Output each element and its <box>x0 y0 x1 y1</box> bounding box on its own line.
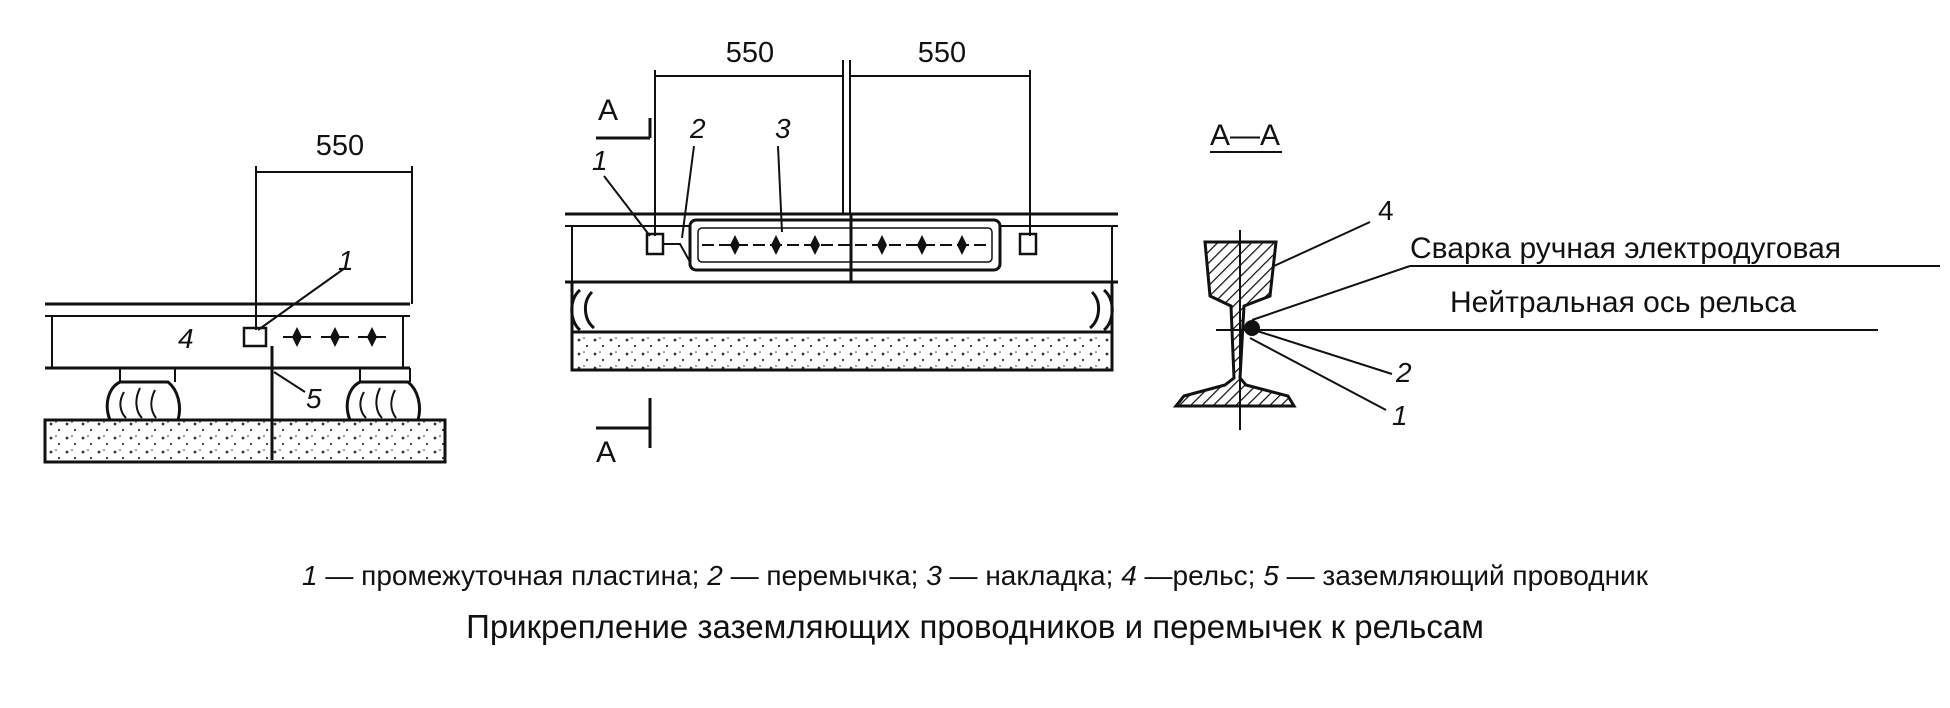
middle-num-1: 1 <box>592 145 608 176</box>
legend-num-1: 1 <box>302 560 318 591</box>
left-num-5: 5 <box>306 383 322 414</box>
section-view: А—А 4 2 1 Сварка ручная электродуговая Н… <box>1172 119 1940 431</box>
middle-ballast <box>570 330 1114 372</box>
middle-jumper <box>663 243 691 263</box>
middle-plate-left <box>645 232 665 256</box>
section-num-4: 4 <box>1378 195 1394 226</box>
middle-num-3: 3 <box>775 113 791 144</box>
legend-text-1: — промежуточная пластина; <box>317 560 708 591</box>
legend-text-5: — заземляющий проводник <box>1278 560 1648 591</box>
weld-point <box>1244 320 1260 336</box>
section-label-bottom: А <box>596 436 616 469</box>
left-sleepers <box>105 380 422 421</box>
middle-sleepers <box>570 282 1114 332</box>
neutral-axis-label: Нейтральная ось рельса <box>1450 286 1796 319</box>
left-dimension: 550 <box>255 130 413 330</box>
legend-text-4: —рельс; <box>1136 560 1264 591</box>
legend: 1 — промежуточная пластина; 2 — перемычк… <box>0 560 1950 592</box>
left-num-4: 4 <box>178 323 194 354</box>
legend-num-4: 4 <box>1121 560 1137 591</box>
left-rail <box>45 302 411 382</box>
legend-num-3: 3 <box>926 560 942 591</box>
welding-label: Сварка ручная электродуговая <box>1410 232 1841 265</box>
legend-num-5: 5 <box>1263 560 1279 591</box>
section-cut-marker: А А <box>596 94 652 469</box>
figure-caption: Прикрепление заземляющих проводников и п… <box>466 608 1484 645</box>
middle-view: 550 550 А А 1 2 3 <box>565 37 1118 469</box>
rail-cross-section <box>1172 240 1297 408</box>
section-num-1: 1 <box>1392 400 1408 431</box>
middle-num-2: 2 <box>689 113 706 144</box>
middle-fishplate <box>688 214 1002 282</box>
legend-text-3: — накладка; <box>941 560 1122 591</box>
left-view: 550 1 4 5 <box>43 130 447 464</box>
left-intermediate-plate <box>242 326 268 348</box>
section-title: А—А <box>1210 119 1280 152</box>
middle-dim-label-left: 550 <box>726 37 774 69</box>
section-num-2: 2 <box>1395 357 1412 388</box>
legend-num-2: 2 <box>707 560 723 591</box>
left-dim-label: 550 <box>316 130 364 162</box>
legend-text-2: — перемычка; <box>722 560 927 591</box>
middle-dim-label-right: 550 <box>918 37 966 69</box>
middle-dimensions: 550 550 <box>654 37 1031 236</box>
section-label-top: А <box>598 94 618 127</box>
left-bolts <box>283 327 386 347</box>
left-ballast <box>43 418 447 464</box>
middle-plate-right <box>1018 232 1038 256</box>
left-num-1: 1 <box>338 245 354 276</box>
